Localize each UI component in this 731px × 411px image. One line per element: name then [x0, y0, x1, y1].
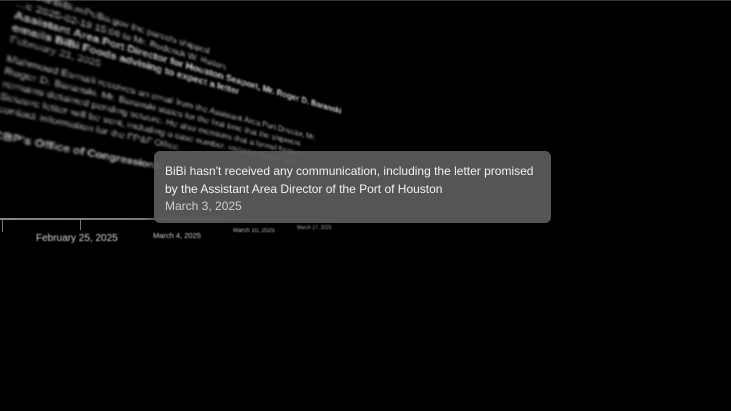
timeline-label-mar-17: March 17, 2025 — [297, 225, 332, 231]
timeline-label-feb-25: February 25, 2025 — [36, 233, 118, 244]
timeline-label-mar-10: March 10, 2025 — [233, 228, 275, 234]
top-border — [0, 0, 731, 1]
timeline-tick — [2, 220, 3, 232]
event-tooltip: BiBi hasn't received any communication, … — [154, 151, 551, 223]
tooltip-message: BiBi hasn't received any communication, … — [165, 164, 534, 196]
tooltip-date: March 3, 2025 — [165, 199, 242, 213]
timeline-label-mar-4: March 4, 2025 — [153, 231, 201, 240]
timeline-tick — [80, 220, 81, 230]
